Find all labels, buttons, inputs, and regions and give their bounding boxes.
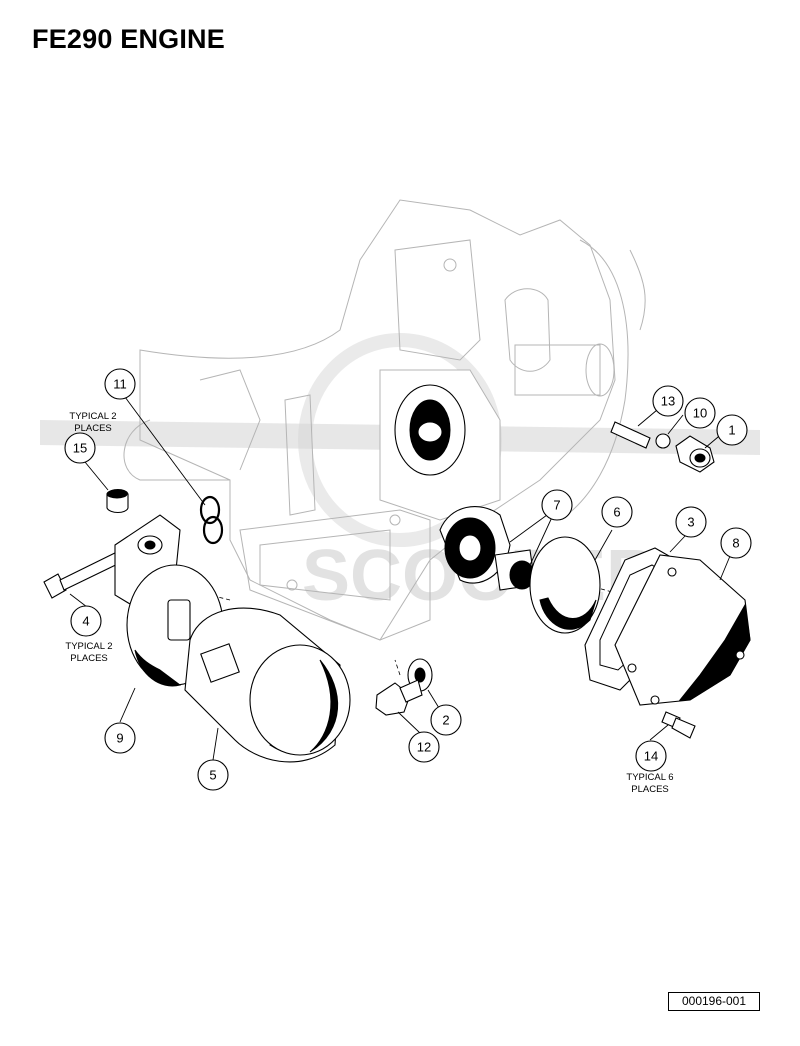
page-title: FE290 ENGINE xyxy=(32,24,225,54)
svg-text:5: 5 xyxy=(209,768,216,783)
part-pump-cover xyxy=(614,554,751,706)
part-oil-pump-gasket xyxy=(529,536,601,634)
drawing-number-box: 000196-001 xyxy=(668,992,760,1011)
svg-text:15: 15 xyxy=(73,441,87,456)
part-oil-pump-rotor xyxy=(439,506,536,591)
callout-2: 2 xyxy=(430,704,462,736)
svg-text:1: 1 xyxy=(728,423,735,438)
callout-13: 13 xyxy=(652,385,684,417)
callout-8: 8 xyxy=(720,527,752,559)
svg-text:2: 2 xyxy=(442,713,449,728)
callout-5: 5 xyxy=(197,759,229,791)
callout-12: 12 xyxy=(408,731,440,763)
callout-6: 6 xyxy=(601,496,633,528)
svg-text:TYPICAL 2: TYPICAL 2 xyxy=(65,641,112,652)
part-o-rings xyxy=(199,495,224,545)
svg-text:PLACES: PLACES xyxy=(70,653,108,664)
svg-text:TYPICAL 6: TYPICAL 6 xyxy=(626,772,673,783)
svg-text:10: 10 xyxy=(693,406,707,421)
svg-text:11: 11 xyxy=(113,377,127,392)
svg-text:9: 9 xyxy=(116,731,123,746)
svg-text:3: 3 xyxy=(687,515,694,530)
part-ball xyxy=(655,433,671,449)
svg-text:4: 4 xyxy=(82,614,89,629)
svg-text:13: 13 xyxy=(661,394,675,409)
svg-text:PLACES: PLACES xyxy=(74,423,112,434)
callout-14: 14 xyxy=(635,740,667,772)
callout-11: 11 xyxy=(104,368,136,400)
svg-text:12: 12 xyxy=(417,740,431,755)
part-cover-bolt xyxy=(661,711,696,739)
callout-1: 1 xyxy=(716,414,748,446)
callout-3: 3 xyxy=(675,506,707,538)
note-typical-6-places: TYPICAL 6 PLACES xyxy=(626,772,673,795)
svg-text:6: 6 xyxy=(613,505,620,520)
note-typical-2-places-upper: TYPICAL 2 PLACES xyxy=(69,411,116,434)
note-typical-2-places-lower: TYPICAL 2 PLACES xyxy=(65,641,112,664)
callout-9: 9 xyxy=(104,722,136,754)
engine-block-outline xyxy=(123,199,646,641)
part-fitting xyxy=(675,435,715,473)
svg-text:7: 7 xyxy=(553,498,560,513)
part-drain-bolt xyxy=(375,679,423,716)
part-spring xyxy=(610,421,651,449)
callout-4: 4 xyxy=(70,605,102,637)
part-oil-filter xyxy=(184,607,351,763)
svg-text:TYPICAL 2: TYPICAL 2 xyxy=(69,411,116,422)
part-plug xyxy=(106,488,129,514)
svg-text:8: 8 xyxy=(732,536,739,551)
callout-10: 10 xyxy=(684,397,716,429)
callout-7: 7 xyxy=(541,489,573,521)
callout-15: 15 xyxy=(64,432,96,464)
svg-text:14: 14 xyxy=(644,749,658,764)
svg-text:PLACES: PLACES xyxy=(631,784,669,795)
